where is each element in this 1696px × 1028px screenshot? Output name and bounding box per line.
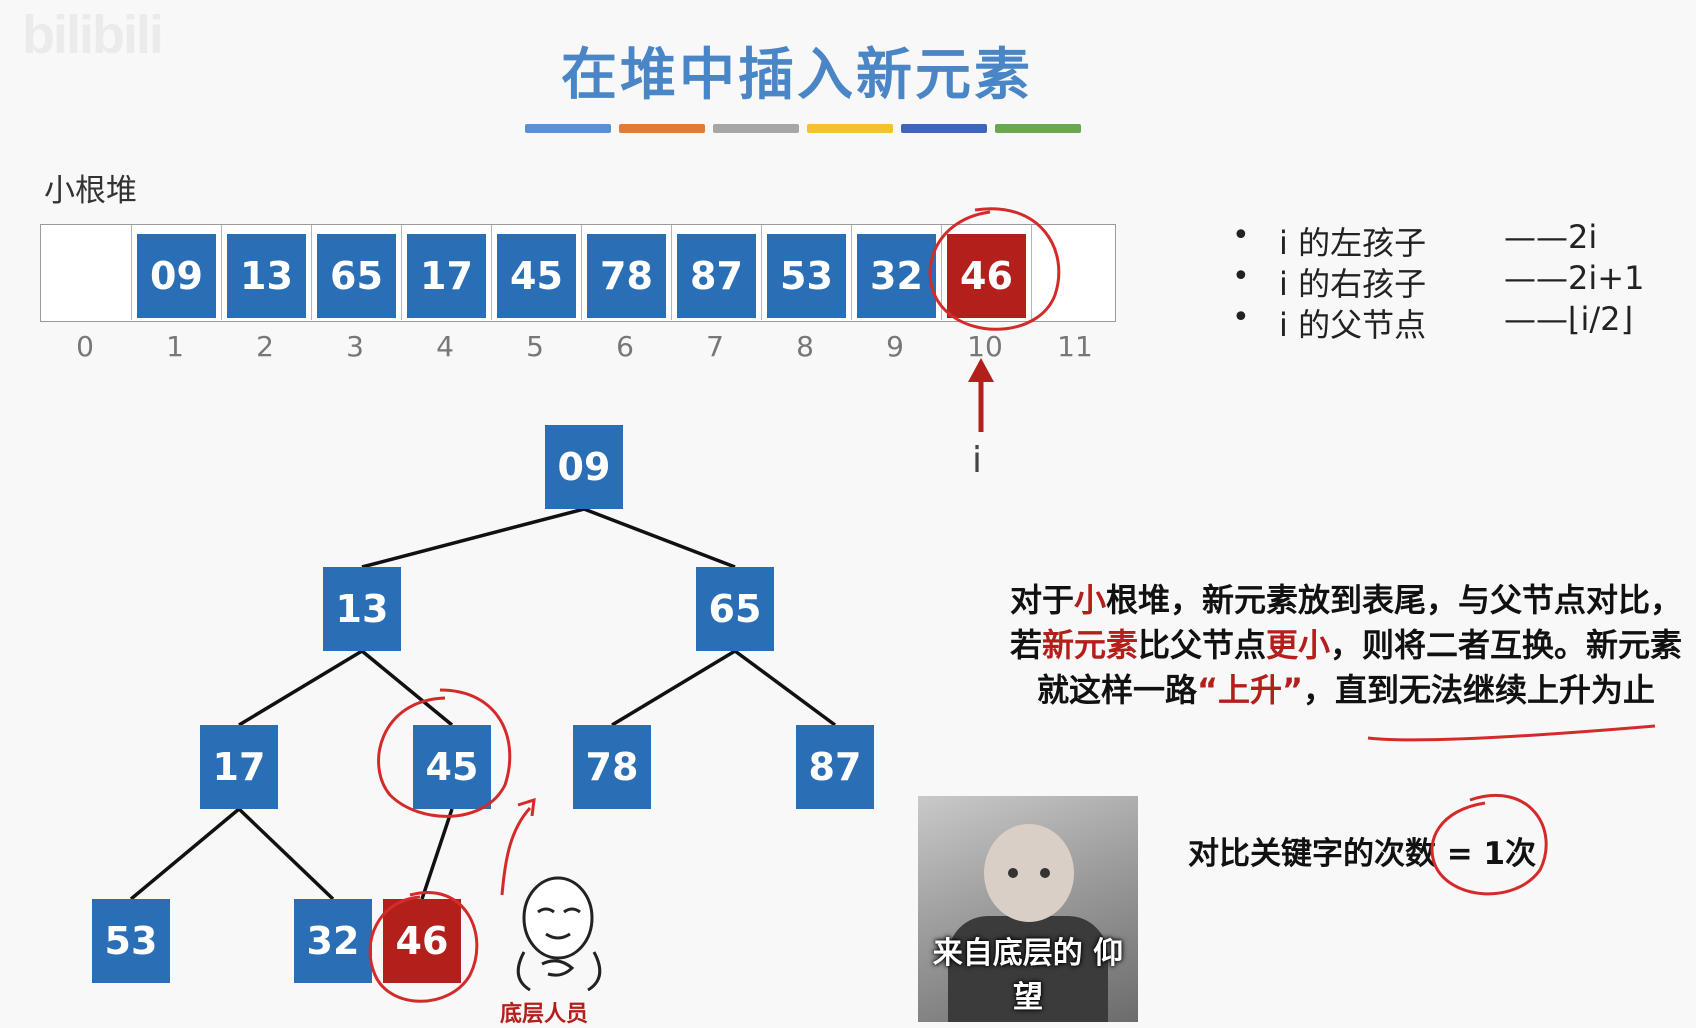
tree-node-78: 78 <box>573 725 651 809</box>
tree-edge <box>239 651 362 725</box>
tree-node-87: 87 <box>796 725 874 809</box>
bullet-dot-icon: • <box>1232 300 1250 335</box>
array-index: 7 <box>670 330 760 363</box>
photo-face <box>984 824 1074 922</box>
tree-node-46: 46 <box>383 899 461 983</box>
formula-label: i 的右孩子 <box>1279 259 1426 305</box>
array-cell-9: 32 <box>851 225 941 320</box>
array-cell-11 <box>1031 225 1121 320</box>
array-value: 53 <box>767 234 846 318</box>
array-index: 10 <box>940 330 1030 363</box>
note-line-1: 对于小根堆，新元素放到表尾，与父节点对比， <box>986 578 1696 623</box>
array-value: 13 <box>227 234 306 318</box>
tree-edge <box>239 809 333 899</box>
photo-caption: 来自底层的 仰望 <box>918 928 1138 1016</box>
array-value: 46 <box>947 234 1026 318</box>
array-index: 3 <box>310 330 400 363</box>
formula-value: ——2i <box>1504 218 1597 256</box>
tree-edge <box>362 509 584 567</box>
array-value: 87 <box>677 234 756 318</box>
array-index: 4 <box>400 330 490 363</box>
array-value: 78 <box>587 234 666 318</box>
color-bar-1 <box>525 124 611 133</box>
array-value: 45 <box>497 234 576 318</box>
array-index: 2 <box>220 330 310 363</box>
array-cell-5: 45 <box>491 225 581 320</box>
tree-node-13: 13 <box>323 567 401 651</box>
array-cell-0 <box>41 225 131 320</box>
tree-node-65: 65 <box>696 567 774 651</box>
tree-node-09: 09 <box>545 425 623 509</box>
meme-face-icon <box>502 872 612 992</box>
color-bar-6 <box>995 124 1081 133</box>
tree-node-45: 45 <box>413 725 491 809</box>
array-value: 65 <box>317 234 396 318</box>
note-line-3: 就这样一路“上升”，直到无法继续上升为止 <box>986 668 1696 713</box>
formula-value: ——⌊i/2⌋ <box>1504 300 1633 338</box>
child-photo: 来自底层的 仰望 <box>918 796 1138 1022</box>
array-index: 6 <box>580 330 670 363</box>
array-cell-6: 78 <box>581 225 671 320</box>
note-line-2: 若新元素比父节点更小，则将二者互换。新元素 <box>986 623 1696 668</box>
tree-edge <box>735 651 835 725</box>
array-index: 0 <box>40 330 130 363</box>
array-cell-10: 46 <box>941 225 1031 320</box>
explanation-note: 对于小根堆，新元素放到表尾，与父节点对比， 若新元素比父节点更小，则将二者互换。… <box>986 578 1696 713</box>
array-value: 17 <box>407 234 486 318</box>
tree-edge <box>131 809 239 899</box>
array-index: 9 <box>850 330 940 363</box>
array-cell-7: 87 <box>671 225 761 320</box>
meme-caption: 底层人员 <box>500 996 588 1028</box>
array-cell-3: 65 <box>311 225 401 320</box>
tree-edge <box>362 651 452 725</box>
array-cell-1: 09 <box>131 225 221 320</box>
formula-value: ——2i+1 <box>1504 259 1644 297</box>
page-title: 在堆中插入新元素 <box>0 30 1594 111</box>
comparison-count: 对比关键字的次数 = 1次 <box>1188 828 1536 873</box>
array-index: 11 <box>1030 330 1120 363</box>
color-bars <box>525 124 1081 133</box>
color-bar-3 <box>713 124 799 133</box>
tree-edge <box>612 651 735 725</box>
tree-node-53: 53 <box>92 899 170 983</box>
array-cell-4: 17 <box>401 225 491 320</box>
array-cell-8: 53 <box>761 225 851 320</box>
formula-label: i 的父节点 <box>1279 300 1426 346</box>
array-cell-2: 13 <box>221 225 311 320</box>
heap-label: 小根堆 <box>44 165 137 210</box>
array-index: 5 <box>490 330 580 363</box>
bullet-dot-icon: • <box>1232 218 1250 253</box>
color-bar-2 <box>619 124 705 133</box>
tree-edge <box>584 509 735 567</box>
color-bar-4 <box>807 124 893 133</box>
array-index: 8 <box>760 330 850 363</box>
pointer-i-label: i <box>972 440 982 481</box>
formula-label: i 的左孩子 <box>1279 218 1426 264</box>
array-value: 09 <box>137 234 216 318</box>
color-bar-5 <box>901 124 987 133</box>
tree-node-32: 32 <box>294 899 372 983</box>
tree-edge <box>422 809 452 899</box>
bullet-dot-icon: • <box>1232 259 1250 294</box>
tree-node-17: 17 <box>200 725 278 809</box>
array-value: 32 <box>857 234 936 318</box>
array-index: 1 <box>130 330 220 363</box>
underline-annotation <box>1368 726 1655 740</box>
